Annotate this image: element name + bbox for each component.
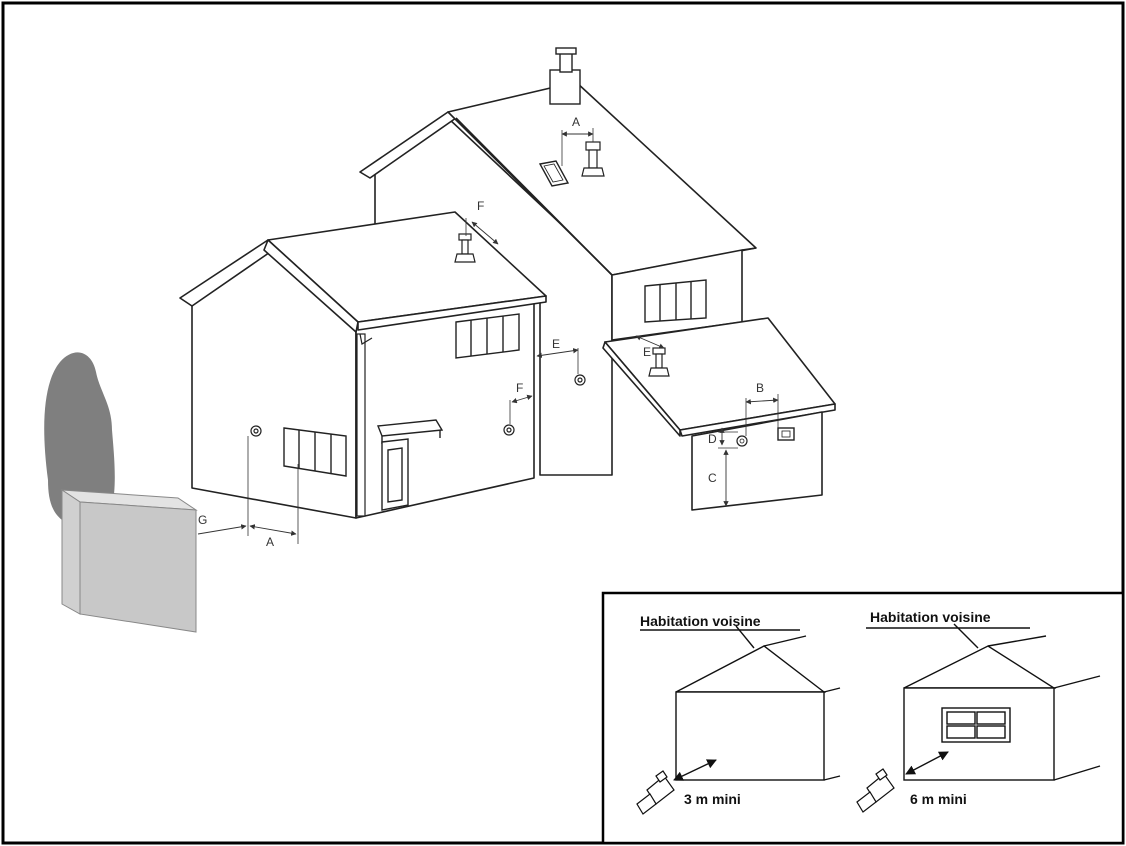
roof-dimension-a: A bbox=[572, 115, 580, 129]
garage-dimension-b: B bbox=[756, 381, 764, 395]
left-neighbour-title: Habitation voisine bbox=[640, 613, 761, 629]
right-distance-label: 6 m mini bbox=[910, 791, 967, 807]
tree-silhouette bbox=[44, 352, 115, 520]
lean-to-flue-terminal bbox=[648, 347, 670, 377]
garage-dimension-c: C bbox=[708, 471, 717, 485]
left-flue-terminal bbox=[636, 770, 675, 815]
wall-dimension-e: E bbox=[552, 337, 560, 351]
lean-to-dimension-e: E bbox=[643, 345, 651, 359]
front-roof-flue-terminal bbox=[454, 233, 476, 263]
ground-dimension-a: A bbox=[266, 535, 274, 549]
right-flue-terminal bbox=[856, 768, 895, 813]
neighbour-window bbox=[941, 707, 1011, 743]
ground-dimension-g: G bbox=[198, 513, 207, 527]
rooflight-glass bbox=[543, 163, 564, 183]
front-upper-window bbox=[455, 313, 520, 359]
garden-wall bbox=[60, 489, 198, 633]
wall-flue-terminals bbox=[250, 374, 586, 437]
front-side-window bbox=[283, 427, 347, 477]
right-neighbour-title: Habitation voisine bbox=[870, 609, 991, 625]
garage-wall-terminal bbox=[736, 435, 748, 447]
porch bbox=[377, 419, 444, 511]
wall-dimension-f: F bbox=[516, 381, 523, 395]
left-distance-label: 3 m mini bbox=[684, 791, 741, 807]
rear-chimney bbox=[549, 47, 581, 105]
downpipe bbox=[356, 333, 373, 517]
rear-window bbox=[644, 279, 707, 323]
inset-panel: Habitation voisine 3 m mini Habitation v bbox=[601, 591, 1125, 845]
front-roof-dimension-f: F bbox=[477, 199, 484, 213]
garage-dimension-d: D bbox=[708, 432, 717, 446]
